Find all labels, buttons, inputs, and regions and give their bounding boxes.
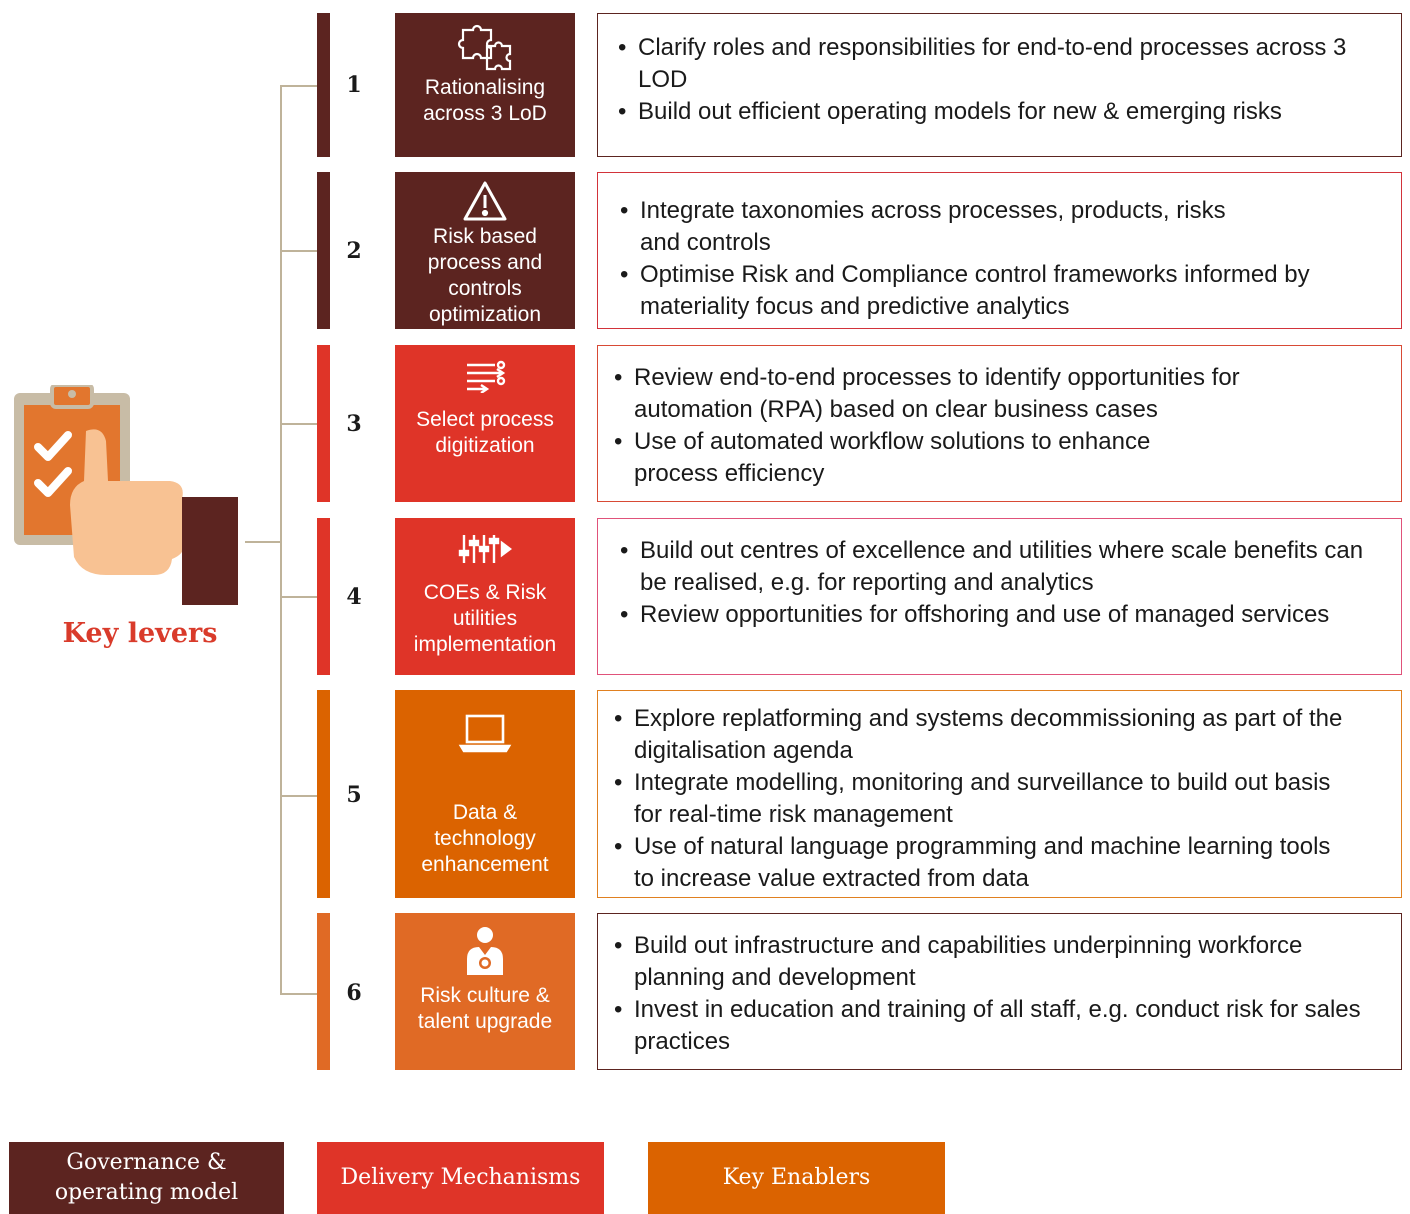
legend-enablers-label: Key Enablers <box>722 1165 871 1190</box>
lever-title-2: Risk based process and controls optimiza… <box>427 225 543 326</box>
bullet-2-1: Integrate taxonomies across processes, p… <box>608 195 1391 259</box>
lever-number-6: 6 <box>346 980 362 1006</box>
lever-bar-4 <box>317 518 330 675</box>
lever-bar-1 <box>317 13 330 157</box>
puzzle-pieces-icon <box>457 19 513 75</box>
lever-bar-3 <box>317 345 330 502</box>
lever-tile-1: Rationalising across 3 LoD <box>395 13 575 157</box>
lever-bar-6 <box>317 913 330 1070</box>
lever-number-1: 1 <box>346 72 362 98</box>
lever-number-4: 4 <box>346 584 362 610</box>
lever-description-1: Clarify roles and responsibilities for e… <box>597 13 1402 157</box>
bullet-5-3: Use of natural language programming and … <box>602 831 1391 895</box>
lever-title-4: COEs & Risk utilities implementation <box>413 581 557 656</box>
bullet-3-1: Review end-to-end processes to identify … <box>602 362 1391 426</box>
thumbs-up-clipboard-icon <box>14 383 238 605</box>
key-levers-illustration <box>10 383 250 615</box>
bullet-1-1: Clarify roles and responsibilities for e… <box>606 32 1391 96</box>
lever-title-6: Risk culture & talent upgrade <box>417 984 553 1033</box>
main-connector <box>245 541 281 543</box>
lever-description-4: Build out centres of excellence and util… <box>597 518 1402 675</box>
key-levers-label: Key levers <box>62 618 218 649</box>
lever-description-6: Build out infrastructure and capabilitie… <box>597 913 1402 1070</box>
legend-delivery: Delivery Mechanisms <box>317 1142 604 1214</box>
lever-tile-2: Risk based process and controls optimiza… <box>395 172 575 329</box>
branch-connector-6 <box>280 993 317 995</box>
lever-number-3: 3 <box>346 411 362 437</box>
branch-connector-3 <box>280 423 317 425</box>
lever-tile-5: Data & technology enhancement <box>395 690 575 898</box>
lever-tile-4: COEs & Risk utilities implementation <box>395 518 575 675</box>
lever-bar-5 <box>317 690 330 898</box>
lever-description-5: Explore replatforming and systems decomm… <box>597 690 1402 898</box>
lever-bar-2 <box>317 172 330 329</box>
legend-governance-label: Governance & operating model <box>54 1150 239 1205</box>
process-flow-icon <box>463 351 507 401</box>
laptop-icon <box>458 696 512 770</box>
lever-description-2: Integrate taxonomies across processes, p… <box>597 172 1402 329</box>
lever-number-5: 5 <box>346 782 362 808</box>
lever-title-3: Select process digitization <box>416 408 554 457</box>
branch-connector-2 <box>280 250 317 252</box>
bullet-3-2: Use of automated workflow solutions to e… <box>602 426 1391 490</box>
bullet-5-2: Integrate modelling, monitoring and surv… <box>602 767 1391 831</box>
branch-connector-1 <box>280 85 317 87</box>
branch-connector-5 <box>280 795 317 797</box>
lever-description-3: Review end-to-end processes to identify … <box>597 345 1402 502</box>
bullet-4-2: Review opportunities for offshoring and … <box>608 599 1391 631</box>
sliders-icon <box>458 524 512 574</box>
branch-connector-4 <box>280 596 317 598</box>
lever-title-1: Rationalising across 3 LoD <box>423 76 547 125</box>
legend-delivery-label: Delivery Mechanisms <box>340 1165 581 1190</box>
bullet-2-2: Optimise Risk and Compliance control fra… <box>608 259 1391 323</box>
bullet-1-2: Build out efficient operating models for… <box>606 96 1391 128</box>
warning-triangle-icon <box>462 178 508 224</box>
lever-title-5: Data & technology enhancement <box>421 801 549 876</box>
bullet-6-1: Build out infrastructure and capabilitie… <box>602 930 1391 994</box>
lever-tile-6: Risk culture & talent upgrade <box>395 913 575 1070</box>
bullet-4-1: Build out centres of excellence and util… <box>608 535 1391 599</box>
bullet-5-1: Explore replatforming and systems decomm… <box>602 703 1391 767</box>
legend-enablers: Key Enablers <box>648 1142 945 1214</box>
lever-number-2: 2 <box>346 238 362 264</box>
lever-tile-3: Select process digitization <box>395 345 575 502</box>
legend-governance: Governance & operating model <box>9 1142 284 1214</box>
bullet-6-2: Invest in education and training of all … <box>602 994 1391 1058</box>
vertical-connector <box>280 85 282 993</box>
person-medal-icon <box>463 919 507 983</box>
